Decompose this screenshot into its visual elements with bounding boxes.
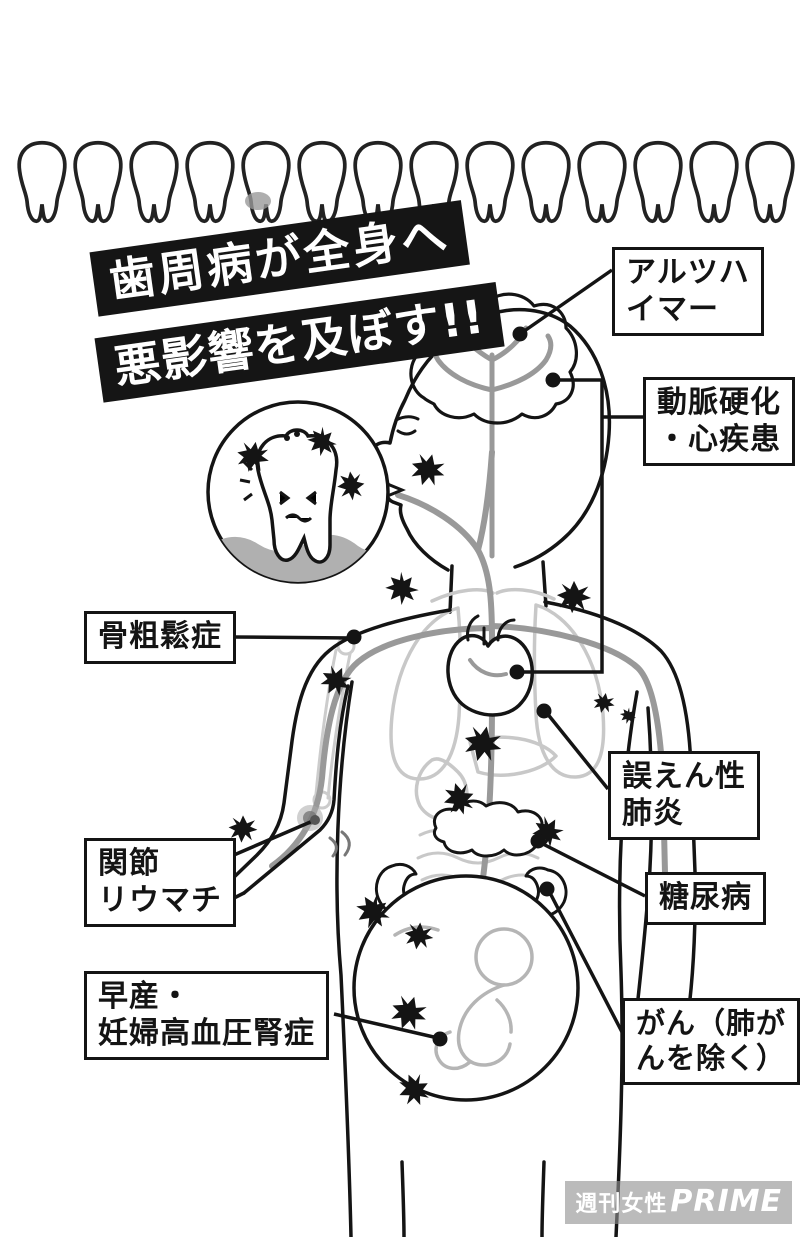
germ-icon — [556, 580, 592, 614]
tooth-icon — [577, 140, 627, 224]
pancreas — [432, 799, 550, 858]
dot-brain-right — [545, 372, 561, 388]
label-alzheimer: アルツハ イマー — [612, 247, 764, 337]
connector-premature — [333, 1012, 439, 1040]
right-lung — [532, 603, 606, 779]
dot-lung — [536, 703, 552, 719]
label-text: 糖尿病 — [659, 880, 752, 915]
fetus — [393, 925, 534, 1071]
connector-alzheimer — [519, 268, 613, 336]
dot-abdomen — [539, 881, 555, 897]
dot-brain-top — [512, 326, 528, 342]
label-arteriosclerosis-heart-disease: 動脈硬化 ・心疾患 — [643, 377, 795, 467]
left-arm-outer — [212, 608, 452, 889]
neck-lines — [448, 560, 548, 614]
label-aspiration-pneumonia: 誤えん性 肺炎 — [608, 751, 760, 841]
dot-uterus — [432, 1031, 448, 1047]
mouth-bubble — [206, 400, 406, 584]
label-text: 早産・ — [98, 979, 191, 1014]
label-text: 動脈硬化 — [657, 385, 781, 420]
watermark-brand: 週刊女性 — [575, 1192, 668, 1217]
label-text: アルツハ — [626, 255, 750, 290]
thigh-lines — [400, 1160, 546, 1237]
tooth-icon — [521, 140, 571, 224]
dot-shoulder-bone — [346, 629, 362, 645]
label-text: リウマチ — [98, 882, 222, 918]
connector-rheumatism — [226, 818, 316, 860]
tooth-icon — [465, 140, 515, 224]
label-rheumatoid-arthritis: 関節 リウマチ — [84, 838, 236, 928]
connector-pneumonia — [544, 710, 610, 791]
tooth-icon — [689, 140, 739, 224]
label-text: 骨粗鬆症 — [98, 619, 222, 654]
eye — [396, 429, 417, 436]
label-text: 誤えん性 — [622, 759, 746, 794]
teeth-row — [17, 140, 795, 224]
dot-elbow — [310, 815, 320, 825]
label-premature-birth: 早産・ 妊婦高血圧腎症 — [84, 971, 329, 1061]
aching-tooth — [255, 428, 339, 564]
label-text: 肺炎 — [622, 795, 684, 831]
dot-pancreas — [530, 833, 546, 849]
label-osteoporosis: 骨粗鬆症 — [84, 611, 236, 664]
connector-cancer — [547, 890, 624, 1033]
label-text: ・心疾患 — [657, 421, 781, 457]
tooth-icon — [297, 140, 347, 224]
tooth-icon — [185, 140, 235, 224]
dot-heart — [509, 664, 525, 680]
label-text: 妊婦高血圧腎症 — [98, 1015, 315, 1051]
label-text: イマー — [626, 291, 719, 327]
left-arm-inner — [242, 684, 350, 895]
label-text: んを除く） — [636, 1041, 787, 1076]
watermark-brand-prime: PRIME — [670, 1184, 782, 1219]
connectors — [226, 268, 646, 1040]
tooth-face — [279, 490, 317, 523]
eyebrow — [394, 415, 420, 422]
uterus — [352, 874, 580, 1102]
tooth-icon — [17, 140, 67, 224]
label-text: がん（肺が — [636, 1006, 787, 1040]
label-diabetes: 糖尿病 — [645, 872, 766, 925]
connector-artery-heart — [517, 378, 643, 674]
tooth-icon — [73, 140, 123, 224]
label-cancer: がん（肺が んを除く） — [622, 998, 800, 1085]
connector-diabetes — [540, 841, 646, 898]
tooth-icon — [129, 140, 179, 224]
decayed-tooth-shadow — [245, 192, 271, 210]
germ-icon — [379, 566, 425, 612]
left-body-side — [335, 680, 354, 1237]
connector-dots — [310, 326, 561, 1047]
heart — [446, 614, 534, 717]
tooth-icon — [633, 140, 683, 224]
tooth-icon — [745, 140, 795, 224]
liver — [468, 735, 558, 777]
tooth-icon — [241, 140, 291, 224]
connector-osteoporosis — [232, 635, 353, 640]
germ-icon — [460, 722, 506, 766]
watermark: 週刊女性 PRIME — [565, 1181, 792, 1224]
label-text: 関節 — [98, 846, 160, 881]
